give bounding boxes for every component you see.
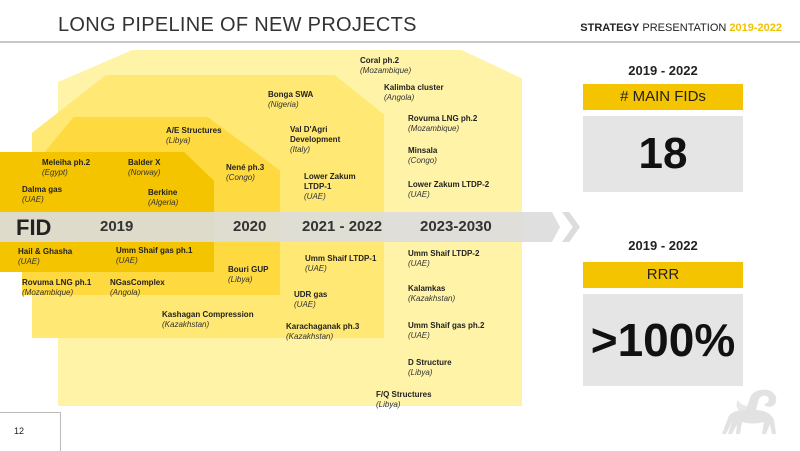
- year-2020: 2020: [233, 218, 267, 235]
- project-item: D Structure(Libya): [408, 358, 452, 377]
- subtitle-years: 2019-2022: [729, 22, 782, 34]
- project-item: Kashagan Compression(Kazakhstan): [162, 310, 254, 329]
- project-item: Umm Shaif gas ph.2(UAE): [408, 321, 485, 340]
- project-item: UDR gas(UAE): [294, 290, 328, 309]
- project-item: Rovuma LNG ph.2(Mozambique): [408, 114, 478, 133]
- project-item: Bouri GUP(Libya): [228, 265, 269, 284]
- fids-period: 2019 - 2022: [628, 63, 698, 78]
- project-item: NGasComplex(Angola): [110, 278, 165, 297]
- project-item: A/E Structures(Libya): [166, 126, 222, 145]
- project-item: Nené ph.3(Congo): [226, 163, 265, 182]
- project-item: Hail & Ghasha(UAE): [18, 247, 73, 266]
- fids-value: 18: [583, 116, 743, 192]
- presentation-subtitle: STRATEGY PRESENTATION 2019-2022: [580, 22, 782, 34]
- page-number: 12: [14, 426, 25, 436]
- header-divider: [0, 41, 800, 43]
- project-item: Bonga SWA(Nigeria): [268, 90, 314, 109]
- project-item: Umm Shaif LTDP-2(UAE): [408, 249, 480, 268]
- project-item: Meleiha ph.2(Egypt): [42, 158, 91, 177]
- year-2019: 2019: [100, 218, 134, 235]
- project-item: Umm Shaif LTDP-1(UAE): [305, 254, 377, 273]
- page-number-box: [0, 412, 61, 451]
- year-2023-2030: 2023-2030: [420, 218, 492, 235]
- project-item: Umm Shaif gas ph.1(UAE): [116, 246, 193, 265]
- project-item: F/Q Structures(Libya): [376, 390, 432, 409]
- project-item: Karachaganak ph.3(Kazakhstan): [286, 322, 360, 341]
- fids-label-bar: # MAIN FIDs: [583, 84, 743, 110]
- page-title: LONG PIPELINE OF NEW PROJECTS: [58, 14, 417, 36]
- project-item: Lower Zakum LTDP-2(UAE): [408, 180, 490, 199]
- project-item: Berkine(Algeria): [148, 188, 179, 207]
- fid-label: FID: [16, 215, 52, 240]
- project-item: Kalamkas(Kazakhstan): [408, 284, 456, 303]
- rrr-value: >100%: [583, 294, 743, 386]
- subtitle-presentation: PRESENTATION: [639, 22, 730, 34]
- chevron-right-icon: [562, 212, 580, 242]
- project-item: Coral ph.2(Mozambique): [360, 56, 412, 75]
- project-item: Dalma gas(UAE): [22, 185, 63, 204]
- project-item: Rovuma LNG ph.1(Mozambique): [22, 278, 92, 297]
- year-2021-2022: 2021 - 2022: [302, 218, 383, 235]
- project-item: Balder X(Norway): [128, 158, 161, 177]
- rrr-label-bar: RRR: [583, 262, 743, 288]
- rrr-period: 2019 - 2022: [628, 238, 698, 253]
- subtitle-strategy: STRATEGY: [580, 22, 640, 34]
- project-item: Minsala(Congo): [408, 146, 438, 165]
- six-legged-dog-logo-icon: [722, 389, 777, 434]
- project-item: Kalimba cluster(Angola): [384, 83, 444, 102]
- fid-timeline-arrow: [0, 212, 560, 242]
